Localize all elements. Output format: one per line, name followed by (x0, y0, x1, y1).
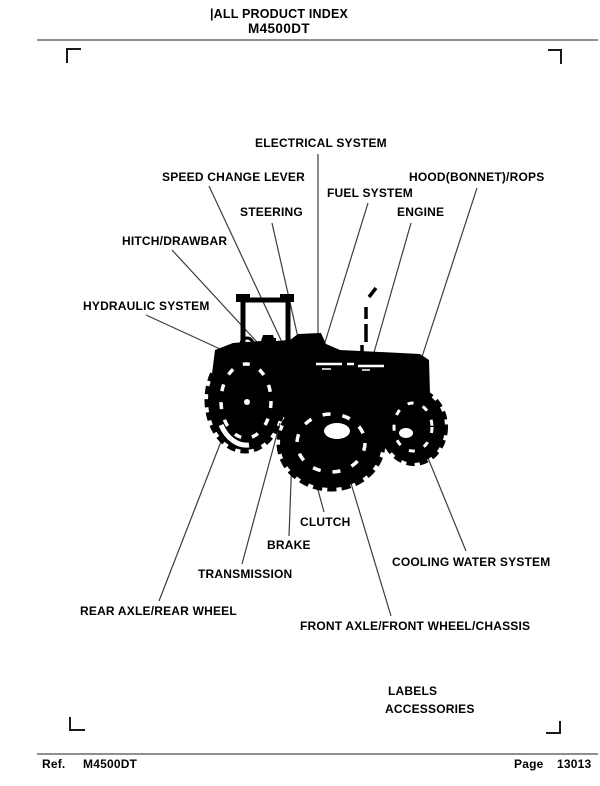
footer-rule (37, 753, 598, 755)
seat (263, 338, 276, 346)
leader-line-hydraulic-system (145, 314, 232, 355)
leader-line-rear-axle-rear-wheel (158, 438, 223, 602)
callout-clutch: CLUTCH (300, 515, 351, 529)
callout-electrical-system: ELECTRICAL SYSTEM (255, 136, 387, 150)
callout-steering: STEERING (240, 205, 303, 219)
crop-marks (66, 48, 562, 734)
callout-front-axle-front-wheel-chassis: FRONT AXLE/FRONT WHEEL/CHASSIS (300, 619, 531, 633)
callout-fuel-system: FUEL SYSTEM (327, 186, 413, 200)
crop-mark-bottom-left (69, 717, 85, 731)
wheel-details (218, 362, 434, 474)
leader-line-speed-change-lever (208, 185, 295, 369)
near-rear-wheel (276, 394, 386, 492)
callout-transmission: TRANSMISSION (198, 567, 293, 581)
steering-wheel (288, 333, 324, 353)
callout-hitch-drawbar: HITCH/DRAWBAR (122, 234, 228, 248)
leader-line-hood-bonnet-rops (418, 187, 478, 367)
rops-frame (240, 297, 291, 356)
callout-labels: LABELS (388, 684, 438, 698)
callout-hood-bonnet-rops: HOOD(BONNET)/ROPS (409, 170, 545, 184)
crop-mark-top-right (548, 49, 562, 64)
rops-knob-right (280, 294, 294, 302)
leader-lines (145, 154, 478, 617)
callout-engine: ENGINE (397, 205, 445, 219)
rops-knob-left (236, 294, 250, 302)
footer-ref-label: Ref. (42, 757, 66, 771)
leader-line-fuel-system (321, 202, 369, 353)
crop-mark-top-left (66, 48, 81, 63)
callout-brake: BRAKE (267, 538, 311, 552)
footer-ref-value: M4500DT (83, 757, 138, 771)
header-rule (37, 39, 598, 41)
footer-page-label: Page (514, 757, 544, 771)
leader-line-transmission (241, 422, 281, 565)
callout-accessories: ACCESSORIES (385, 702, 475, 716)
model-title: M4500DT (247, 21, 311, 36)
hood-lettering-marks (316, 362, 384, 371)
footer-page-number: 13013 (557, 757, 592, 771)
callout-hydraulic-system: HYDRAULIC SYSTEM (83, 299, 210, 313)
leader-line-steering (271, 222, 300, 343)
tractor-illustration (204, 286, 448, 492)
leader-line-cooling-water-system (427, 457, 467, 552)
leader-line-front-axle-front-wheel-chassis (349, 479, 392, 617)
crop-mark-bottom-right (546, 721, 561, 734)
page-title: |ALL PRODUCT INDEX (209, 7, 349, 21)
callout-speed-change-lever: SPEED CHANGE LEVER (162, 170, 305, 184)
callout-rear-axle-rear-wheel: REAR AXLE/REAR WHEEL (80, 604, 237, 618)
callout-cooling-water-system: COOLING WATER SYSTEM (392, 555, 551, 569)
exhaust-pipe (360, 286, 378, 353)
leader-line-engine (370, 222, 412, 364)
